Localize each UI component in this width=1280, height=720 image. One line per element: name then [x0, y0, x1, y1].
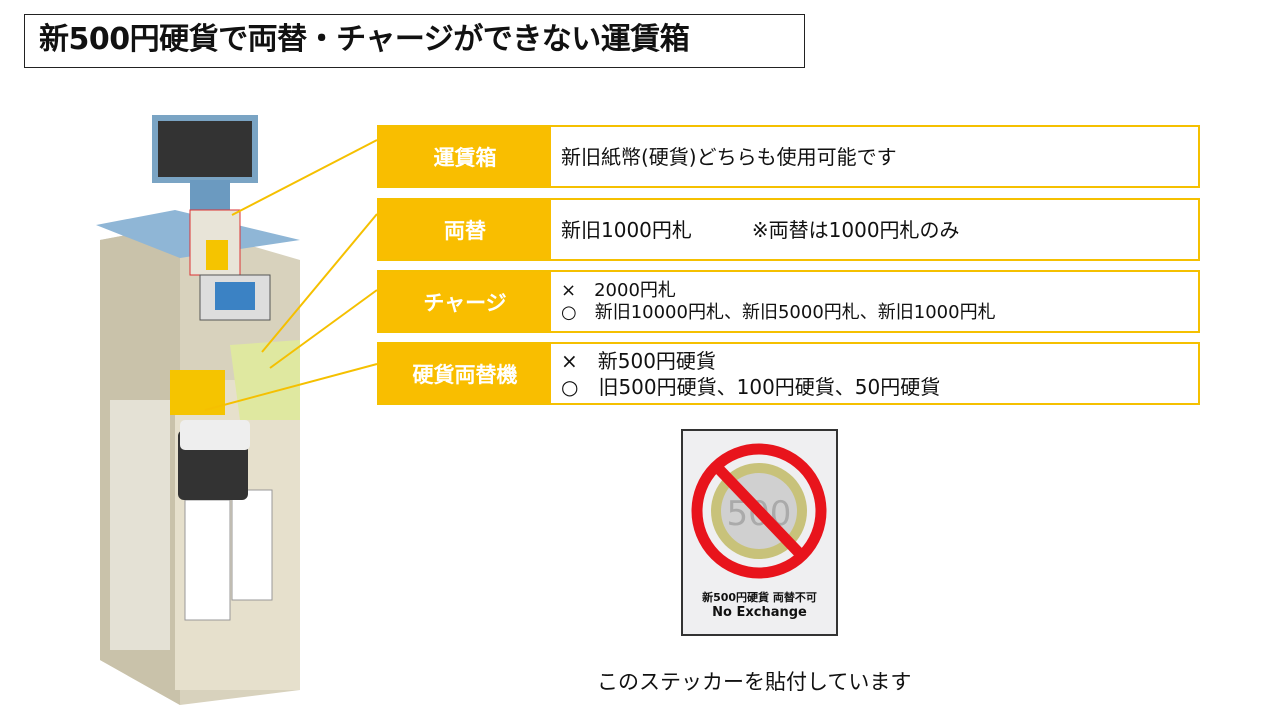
row-fare-box: 運賃箱 新旧紙幣(硬貨)どちらも使用可能です [377, 125, 1200, 188]
callout-line [231, 139, 378, 216]
row-coin-changer: 硬貨両替機 × 新500円硬貨○ 旧500円硬貨、100円硬貨、50円硬貨 [377, 342, 1200, 405]
row-text: ○ 旧500円硬貨、100円硬貨、50円硬貨 [561, 374, 941, 399]
callout-line [204, 363, 378, 411]
row-label: 両替 [379, 200, 551, 259]
row-text: 新旧1000円札 ※両替は1000円札のみ [561, 217, 960, 242]
no-exchange-sticker: 500 新500円硬貨 両替不可 No Exchange [681, 429, 838, 636]
sticker-text: 新500円硬貨 両替不可 [702, 591, 817, 604]
row-text: × 新500円硬貨 [561, 348, 716, 373]
row-label: チャージ [379, 272, 551, 331]
row-text: × 2000円札 [561, 279, 676, 301]
row-text: 新旧紙幣(硬貨)どちらも使用可能です [561, 144, 897, 169]
screen [152, 115, 258, 183]
prohibited-coin-icon: 500 [691, 443, 827, 579]
row-label: 運賃箱 [379, 127, 551, 186]
row-charge: チャージ × 2000円札○ 新旧10000円札、新旧5000円札、新旧1000… [377, 270, 1200, 333]
row-text: ○ 新旧10000円札、新旧5000円札、新旧1000円札 [561, 301, 996, 323]
row-exchange: 両替 新旧1000円札 ※両替は1000円札のみ [377, 198, 1200, 261]
callout-line [269, 289, 378, 369]
slide-title: 新500円硬貨で両替・チャージができない運賃箱 [24, 14, 805, 68]
row-label: 硬貨両替機 [379, 344, 551, 403]
sticker-text-en: No Exchange [712, 605, 807, 620]
sticker-caption: このステッカーを貼付しています [597, 670, 912, 694]
callout-line [261, 213, 378, 353]
